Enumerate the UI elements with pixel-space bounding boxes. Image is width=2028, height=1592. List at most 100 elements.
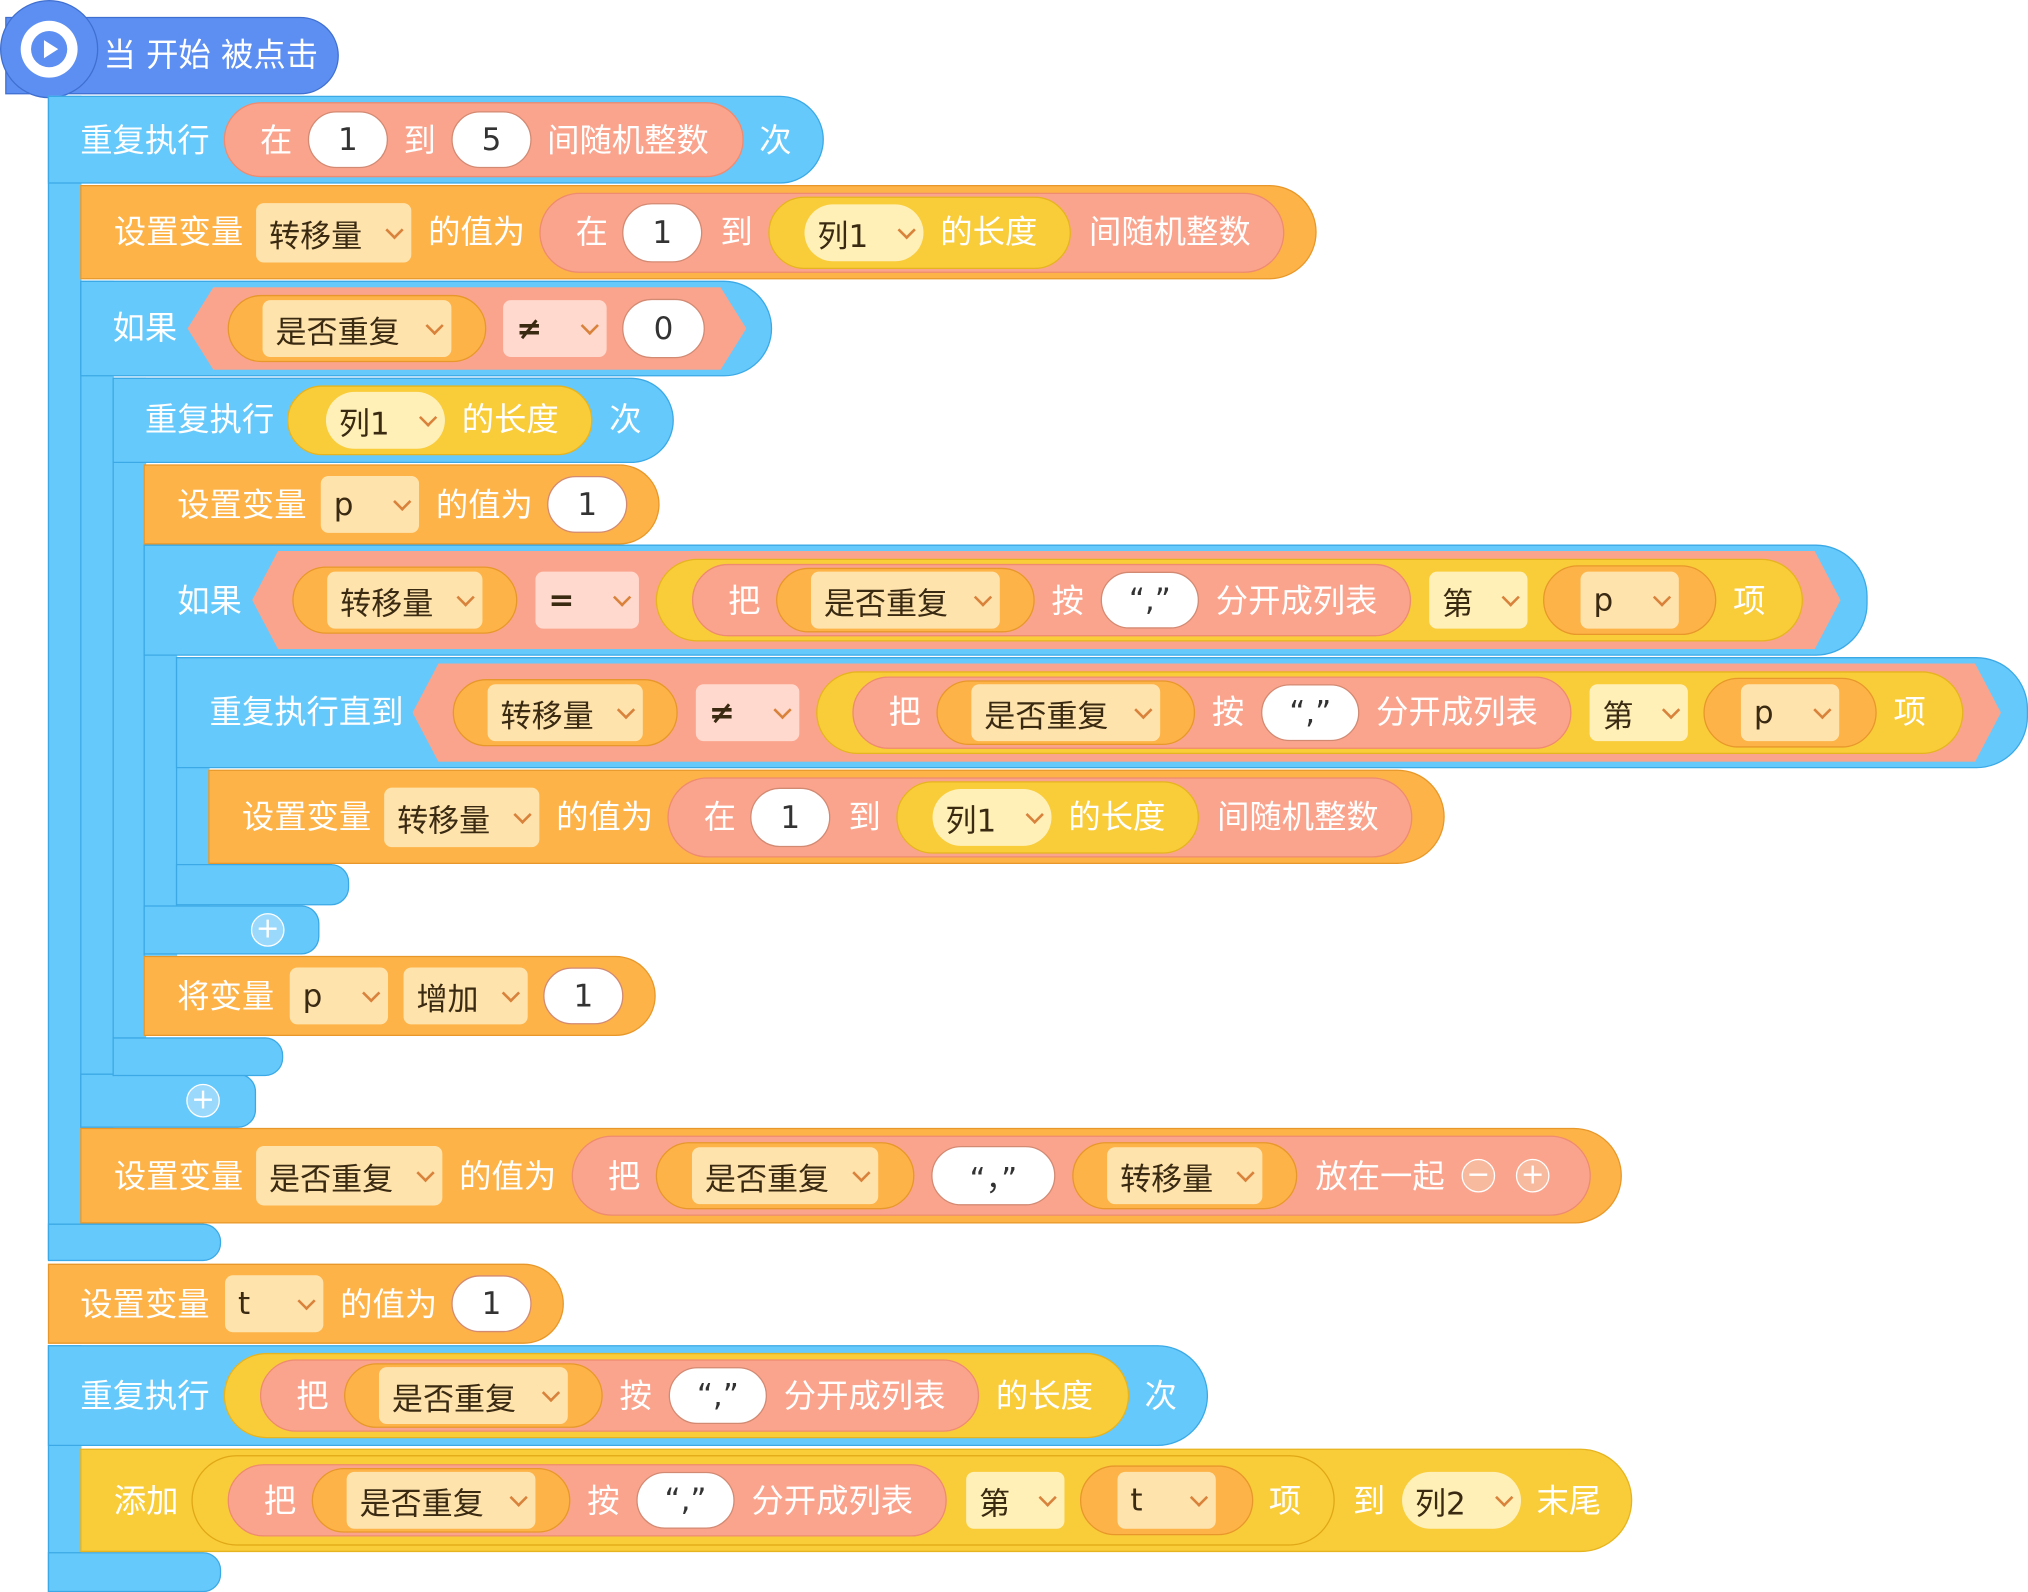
set-transfer-var-dropdown-2[interactable]: 转移量 — [384, 787, 540, 848]
dropdown-value: 转移量 — [269, 217, 363, 255]
dropdown-value: t — [237, 1285, 251, 1322]
op-dropdown-2[interactable]: = — [535, 571, 639, 629]
join-take-label: 把 — [607, 1157, 641, 1196]
repeat-var-dropdown[interactable]: 是否重复 — [262, 300, 452, 357]
separator-input-2[interactable]: “,” — [1261, 684, 1360, 742]
split-by-label-3: 按 — [619, 1377, 652, 1415]
dropdown-value: 是否重复 — [823, 585, 949, 622]
list1-dropdown[interactable]: 列1 — [804, 204, 924, 262]
separator-input-3[interactable]: “,” — [668, 1367, 767, 1425]
if1-label: 如果 — [112, 309, 178, 347]
chevron-down-icon — [973, 588, 993, 607]
chevron-down-icon — [616, 700, 636, 720]
chevron-down-icon — [362, 984, 381, 1003]
if2-add-else-button[interactable]: + — [250, 913, 285, 947]
if1-c-arm — [80, 280, 114, 1128]
chevron-down-icon — [393, 492, 412, 511]
loop2-label: 重复执行 — [144, 400, 275, 439]
item-label-3: 项 — [1268, 1482, 1302, 1520]
set-transfer-value-label-2: 的值为 — [556, 798, 654, 836]
add-to-label: 到 — [1352, 1482, 1386, 1520]
set-t-value-input[interactable]: 1 — [451, 1275, 532, 1333]
set-repeat-label: 设置变量 — [113, 1157, 244, 1196]
chevron-down-icon — [501, 984, 521, 1003]
repeat-var-dropdown-3[interactable]: 是否重复 — [971, 684, 1161, 742]
dropdown-value: 转移量 — [340, 585, 434, 622]
join-separator-input[interactable]: “，” — [931, 1145, 1056, 1206]
t-var-dropdown[interactable]: t — [1117, 1471, 1216, 1529]
item-label: 项 — [1733, 582, 1766, 620]
random-to-input[interactable]: 5 — [451, 111, 532, 169]
dropdown-value: 第 — [1442, 585, 1474, 622]
add-end-label: 末尾 — [1536, 1482, 1602, 1520]
loop3-label: 重复执行 — [80, 1377, 210, 1415]
if1-add-else-button[interactable]: + — [186, 1083, 220, 1118]
repeat-var-dropdown-4[interactable]: 是否重复 — [691, 1147, 879, 1205]
dropdown-value: 第 — [1602, 697, 1634, 735]
chevron-down-icon — [1501, 588, 1520, 607]
dropdown-value: ≠ — [516, 310, 543, 347]
repeat-var-dropdown-2[interactable]: 是否重复 — [810, 571, 1000, 629]
set-repeat-var-dropdown[interactable]: 是否重复 — [256, 1145, 443, 1206]
p-var-dropdown-2[interactable]: p — [1740, 684, 1840, 742]
dropdown-value: 转移量 — [1120, 1160, 1214, 1198]
remove-item-button[interactable]: − — [1461, 1158, 1496, 1193]
set-p-value-input[interactable]: 1 — [547, 475, 628, 533]
dropdown-value: 是否重复 — [391, 1380, 517, 1417]
random-between-label-3: 间随机整数 — [1217, 798, 1379, 836]
chevron-down-icon — [1661, 700, 1681, 720]
split-label-4: 分开成列表 — [751, 1482, 914, 1520]
list2-dropdown[interactable]: 列2 — [1402, 1471, 1522, 1529]
dropdown-value: 列1 — [945, 802, 997, 839]
repeat-var-dropdown-5[interactable]: 是否重复 — [378, 1367, 568, 1425]
transfer-var-dropdown-2[interactable]: 转移量 — [487, 684, 643, 742]
if1-tail — [80, 1073, 257, 1128]
op-dropdown-3[interactable]: ≠ — [695, 684, 800, 742]
chevron-down-icon — [852, 1163, 871, 1183]
chevron-down-icon — [509, 1488, 528, 1507]
set-transfer-var-dropdown[interactable]: 转移量 — [256, 203, 412, 263]
random-from-input[interactable]: 1 — [307, 111, 389, 169]
nth-dropdown-3[interactable]: 第 — [966, 1471, 1065, 1529]
nth-dropdown[interactable]: 第 — [1429, 571, 1528, 629]
p-var-dropdown[interactable]: p — [1580, 571, 1679, 629]
chevron-down-icon — [612, 588, 632, 607]
nth-dropdown-2[interactable]: 第 — [1589, 684, 1688, 742]
dropdown-value: t — [1130, 1482, 1143, 1519]
dropdown-value: p — [1753, 694, 1774, 731]
random-to-label-2: 到 — [720, 213, 753, 251]
split-label-3: 分开成列表 — [783, 1377, 946, 1415]
compare-value-input[interactable]: 0 — [622, 298, 705, 359]
random-from-input-3[interactable]: 1 — [750, 787, 831, 848]
length-label: 的长度 — [940, 213, 1038, 251]
set-transfer-value-label: 的值为 — [428, 213, 526, 251]
transfer-var-dropdown[interactable]: 转移量 — [327, 571, 483, 629]
change-op-dropdown[interactable]: 增加 — [403, 967, 528, 1025]
change-p-var-dropdown[interactable]: p — [289, 967, 389, 1025]
change-p-value-input[interactable]: 1 — [543, 967, 624, 1025]
add-label: 添加 — [113, 1482, 179, 1520]
dropdown-value: 是否重复 — [984, 697, 1109, 735]
random-from-input-2[interactable]: 1 — [622, 203, 703, 263]
set-p-var-dropdown[interactable]: p — [320, 475, 420, 533]
set-t-var-dropdown[interactable]: t — [225, 1275, 324, 1333]
split-by-label-2: 按 — [1211, 693, 1245, 731]
random-to-label-3: 到 — [848, 798, 881, 836]
separator-input[interactable]: “,” — [1100, 571, 1199, 629]
op-dropdown-1[interactable]: ≠ — [503, 300, 607, 357]
transfer-var-dropdown-3[interactable]: 转移量 — [1107, 1147, 1263, 1205]
loop1-tail — [47, 1223, 222, 1262]
set-t-label: 设置变量 — [80, 1285, 210, 1324]
separator-input-4[interactable]: “,” — [636, 1471, 735, 1529]
list1-dropdown-2[interactable]: 列1 — [325, 391, 445, 449]
chevron-down-icon — [897, 221, 916, 240]
random-in-label-2: 在 — [575, 213, 608, 251]
split-label-2: 分开成列表 — [1376, 693, 1538, 731]
add-item-button[interactable]: + — [1515, 1158, 1550, 1193]
random-to-label: 到 — [403, 121, 436, 160]
loop2-tail — [112, 1037, 284, 1077]
list1-dropdown-3[interactable]: 列1 — [932, 788, 1052, 846]
dropdown-value: 转移量 — [500, 697, 594, 735]
if2-label: 如果 — [177, 582, 242, 620]
repeat-var-dropdown-6[interactable]: 是否重复 — [346, 1471, 536, 1529]
